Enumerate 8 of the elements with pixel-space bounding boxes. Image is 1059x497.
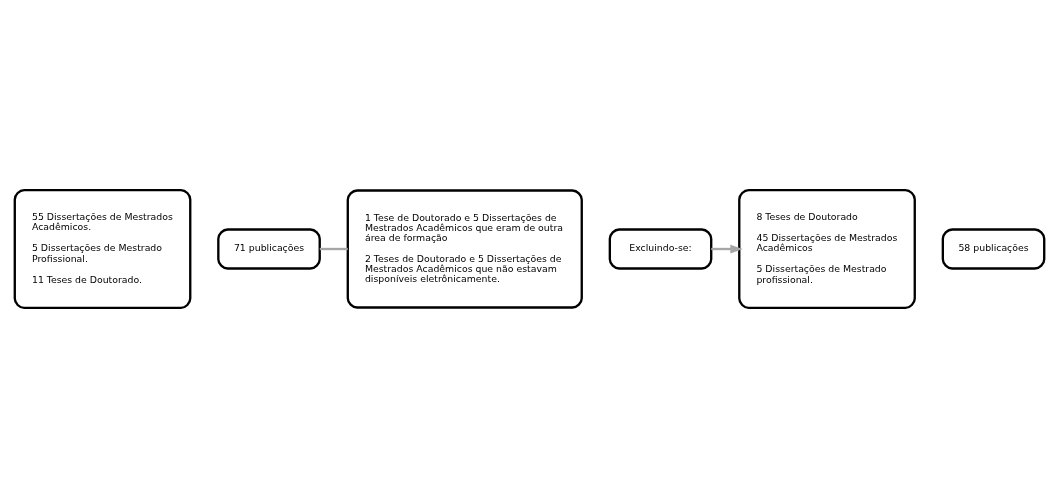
node-box: 71 publicações — [217, 227, 321, 270]
node-box: 1 Tese de Doutorado e 5 Dissertações de Mestrados Acadêmicos que eram de outra área de formação 2 Teses de Doutorado e 5 Dissertações de Mestrados Acadêmicos que não estavam disponíveis eletrônicamente. — [346, 188, 583, 309]
node-box: 58 publicações — [941, 227, 1046, 270]
node-box: 8 Teses de Doutorado 45 Dissertações de Mestrados Acadêmicos 5 Dissertações de Mestrado profissional. — [738, 188, 916, 309]
node-box: Excluindo-se: — [608, 227, 713, 270]
connector — [319, 247, 348, 250]
node-box: 55 Dissertações de Mestrados Acadêmicos. 5 Dissertações de Mestrado Profissional. 11 Teses de Doutorado. — [13, 188, 192, 309]
arrow — [711, 244, 743, 253]
